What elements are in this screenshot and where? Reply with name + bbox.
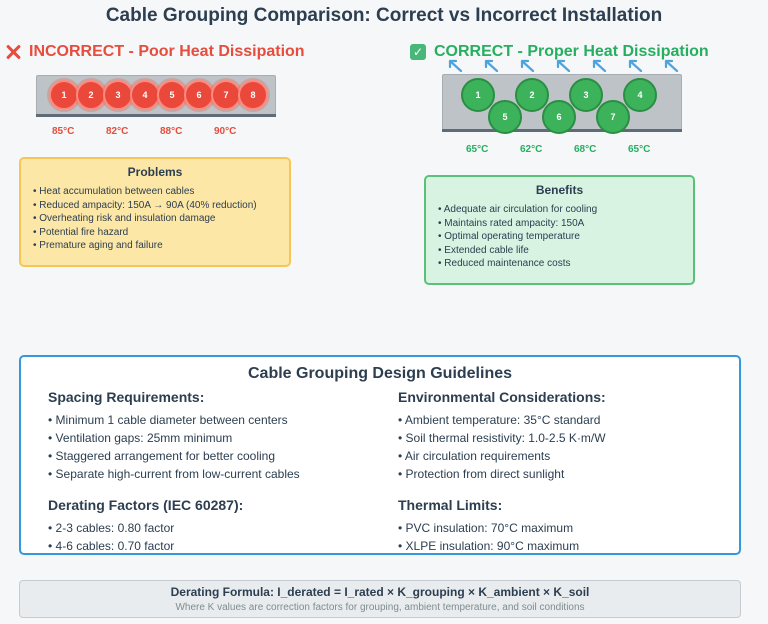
correct-cable: 4 — [623, 78, 657, 112]
incorrect-temperature: 90°C — [214, 126, 237, 137]
incorrect-temperature: 85°C — [52, 126, 75, 137]
airflow-arrow-icon — [484, 59, 499, 72]
benefit-item: Adequate air circulation for cooling — [438, 203, 681, 217]
formula-note: Where K values are correction factors fo… — [175, 602, 585, 613]
correct-heading: ✓ CORRECT - Proper Heat Dissipation — [410, 43, 709, 61]
problem-item: Potential fire hazard — [33, 226, 277, 240]
airflow-arrow-icon — [592, 59, 607, 72]
formula-text: Derating Formula: I_derated = I_rated × … — [170, 585, 590, 599]
incorrect-cable: 6 — [184, 80, 214, 110]
list-item: Protection from direct sunlight — [398, 465, 606, 483]
incorrect-tray-base — [36, 114, 276, 117]
airflow-arrow-icon — [556, 59, 571, 72]
incorrect-heading-label: INCORRECT - Poor Heat Dissipation — [29, 43, 305, 60]
benefit-item: Optimal operating temperature — [438, 230, 681, 244]
incorrect-cable: 3 — [103, 80, 133, 110]
correct-temperature: 65°C — [466, 144, 489, 155]
airflow-arrow-icon — [664, 59, 679, 72]
list-item: Separate high-current from low-current c… — [48, 465, 300, 483]
spacing-list: Minimum 1 cable diameter between centers… — [48, 411, 300, 483]
list-item: Air circulation requirements — [398, 447, 606, 465]
correct-temperature: 68°C — [574, 144, 597, 155]
correct-temperature: 65°C — [628, 144, 651, 155]
correct-cable: 5 — [488, 100, 522, 134]
benefit-item: Extended cable life — [438, 244, 681, 258]
list-item: XLPE insulation: 90°C maximum — [398, 537, 580, 555]
correct-heading-label: CORRECT - Proper Heat Dissipation — [434, 43, 709, 60]
incorrect-temperature: 88°C — [160, 126, 183, 137]
cross-icon — [5, 44, 21, 60]
problem-item: Heat accumulation between cables — [33, 185, 277, 199]
incorrect-heading: INCORRECT - Poor Heat Dissipation — [5, 43, 305, 61]
list-item: Ventilation gaps: 25mm minimum — [48, 429, 300, 447]
correct-cable: 7 — [596, 100, 630, 134]
list-item: Ambient temperature: 35°C standard — [398, 411, 606, 429]
incorrect-cable: 2 — [76, 80, 106, 110]
problems-box: Problems Heat accumulation between cable… — [19, 157, 291, 267]
list-item: Minimum 1 cable diameter between centers — [48, 411, 300, 429]
derating-heading: Derating Factors (IEC 60287): — [48, 497, 244, 513]
correct-cable: 1 — [461, 78, 495, 112]
airflow-arrow-icon — [448, 59, 463, 72]
correct-cable: 2 — [515, 78, 549, 112]
incorrect-cable: 7 — [211, 80, 241, 110]
problem-item: Overheating risk and insulation damage — [33, 212, 277, 226]
problem-item: Premature aging and failure — [33, 239, 277, 253]
correct-cable: 6 — [542, 100, 576, 134]
airflow-arrow-icon — [520, 59, 535, 72]
incorrect-temperature: 82°C — [106, 126, 129, 137]
thermal-list: PVC insulation: 70°C maximum XLPE insula… — [398, 519, 580, 555]
list-item: PVC insulation: 70°C maximum — [398, 519, 579, 537]
check-icon: ✓ — [410, 44, 426, 60]
guidelines-title: Cable Grouping Design Guidelines — [247, 365, 513, 382]
problem-item: Reduced ampacity: 150A → 90A (40% reduct… — [33, 199, 277, 213]
page-title: Cable Grouping Comparison: Correct vs In… — [105, 5, 663, 26]
benefit-item: Maintains rated ampacity: 150A — [438, 217, 681, 231]
airflow-arrow-icon — [628, 59, 643, 72]
derating-list: 2-3 cables: 0.80 factor 4-6 cables: 0.70… — [48, 519, 175, 555]
incorrect-cable: 1 — [49, 80, 79, 110]
list-item: Soil thermal resistivity: 1.0-2.5 K·m/W — [398, 429, 606, 447]
correct-cable: 3 — [569, 78, 603, 112]
list-item: Staggered arrangement for better cooling — [48, 447, 300, 465]
thermal-heading: Thermal Limits: — [398, 497, 503, 513]
environment-list: Ambient temperature: 35°C standard Soil … — [398, 411, 606, 483]
benefit-item: Reduced maintenance costs — [438, 257, 681, 271]
list-item: 4-6 cables: 0.70 factor — [48, 537, 175, 555]
benefits-box: Benefits Adequate air circulation for co… — [424, 175, 695, 285]
incorrect-cable: 8 — [238, 80, 268, 110]
list-item: 2-3 cables: 0.80 factor — [48, 519, 175, 537]
design-guidelines-panel: Cable Grouping Design Guidelines Spacing… — [19, 355, 741, 555]
environment-heading: Environmental Considerations: — [398, 389, 606, 405]
incorrect-cable: 5 — [157, 80, 187, 110]
derating-formula-box: Derating Formula: I_derated = I_rated × … — [19, 580, 741, 618]
spacing-heading: Spacing Requirements: — [48, 389, 205, 405]
problems-title: Problems — [127, 165, 183, 179]
benefits-title: Benefits — [535, 183, 584, 197]
correct-temperature: 62°C — [520, 144, 543, 155]
incorrect-cable: 4 — [130, 80, 160, 110]
